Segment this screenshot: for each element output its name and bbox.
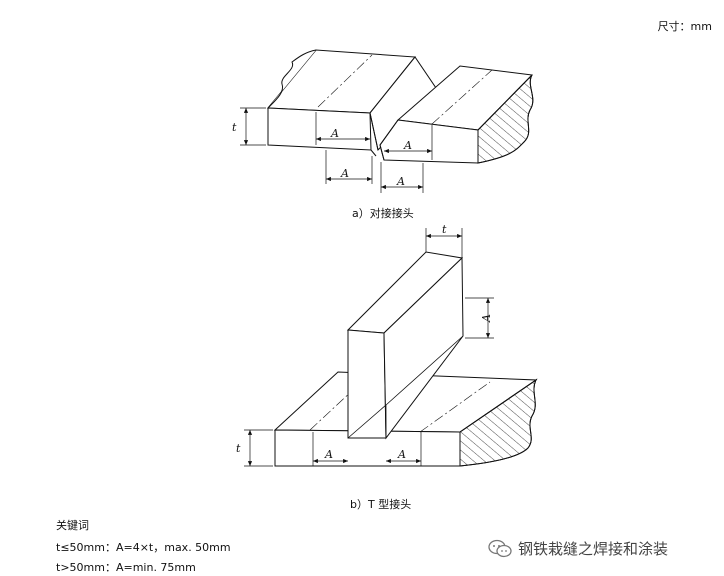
caption-t-joint: b）T 型接头 [350,498,412,511]
label-A-web: A [480,314,493,323]
label-A-4: A [396,175,405,188]
keyword-line-2: t>50mm：A=min. 75mm [56,561,196,574]
caption-butt-joint: a）对接接头 [352,207,414,220]
dim-t-b-left [244,429,273,467]
keyword-line-1: t≤50mm：A=4×t，max. 50mm [56,541,231,554]
dim-A-base-right [386,432,422,466]
watermark: 钢铁栽缝之焊接和涂装 [488,538,668,559]
dim-A-right-top [384,125,433,160]
dim-A-web [465,297,494,339]
keywords-title: 关键词 [56,519,89,532]
label-A-base-left: A [324,448,333,461]
label-A-base-right: A [397,448,406,461]
label-t-b-left: t [236,442,241,455]
web-plate [346,251,464,440]
right-plate [379,65,534,164]
dim-A-left-top [315,112,370,145]
butt-joint-figure [240,49,534,193]
units-label: 尺寸：mm [657,20,712,33]
base-plate [273,371,538,467]
label-A-2: A [403,139,412,152]
wechat-icon [488,539,512,557]
dim-A-left-bottom [325,150,373,184]
label-A-3: A [340,167,349,180]
dim-A-base-left [312,432,348,466]
label-t-b-top: t [442,223,447,236]
dim-A-right-bottom [380,162,424,193]
label-t-a: t [232,121,237,134]
t-joint-figure [244,228,538,467]
dim-t-a [240,107,266,146]
watermark-text: 钢铁栽缝之焊接和涂装 [518,540,669,558]
dim-t-b-top [425,228,463,258]
label-A-1: A [330,127,339,140]
